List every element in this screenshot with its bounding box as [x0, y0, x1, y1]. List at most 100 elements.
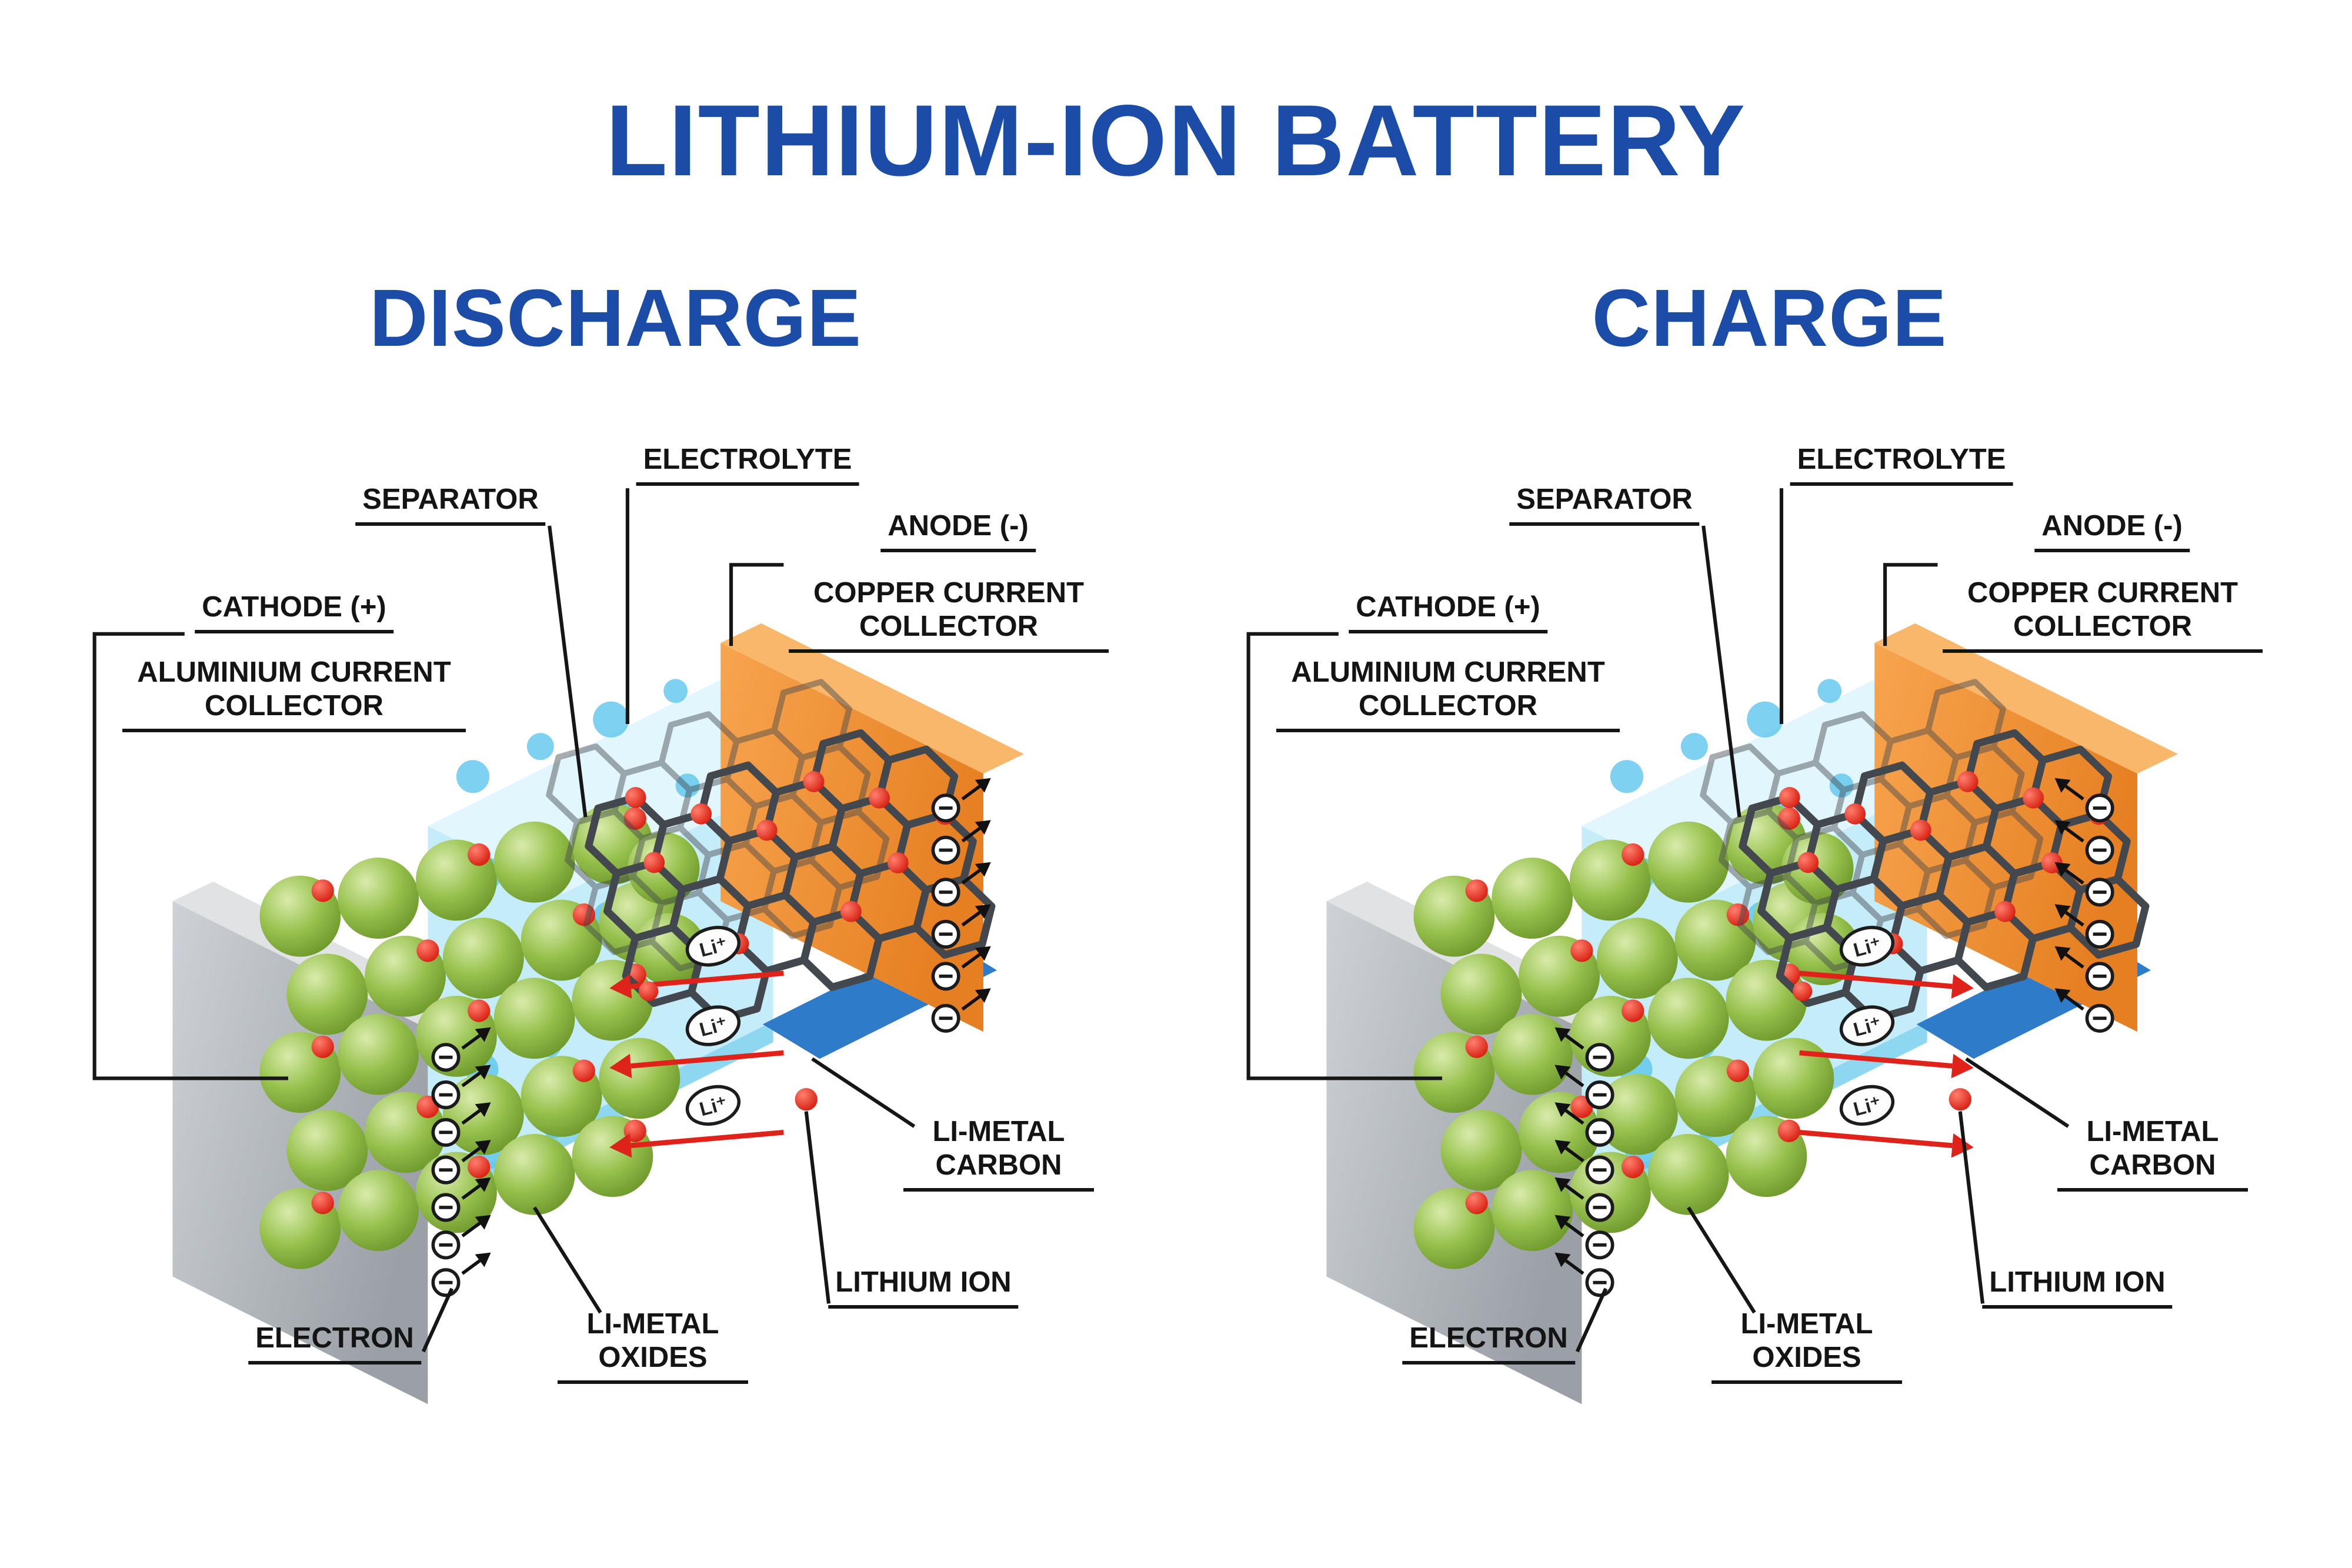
electron-icon: [1554, 1102, 1614, 1147]
electron-icon: [1554, 1215, 1614, 1260]
electron-arrow: [1554, 1140, 1584, 1163]
electron-icon: [1554, 1065, 1614, 1110]
lithium-ion-token: Li⁺: [1839, 1085, 1895, 1126]
electron-arrow: [1554, 1252, 1584, 1275]
electron-arrow: [1554, 1215, 1584, 1237]
electron-arrow: [2054, 904, 2084, 927]
electron-icon: [431, 1027, 491, 1072]
electron-arrow: [1554, 1065, 1584, 1087]
section-heading-charge: CHARGE: [1592, 273, 1947, 363]
label-li-metal-oxides: LI-METAL OXIDES: [1712, 1307, 1902, 1384]
lithium-ion-token: Li⁺: [1839, 1005, 1895, 1046]
electron-arrow: [2054, 862, 2084, 885]
label-electrolyte: ELECTROLYTE: [636, 443, 859, 486]
electron-icon: [2054, 904, 2114, 949]
label-electrolyte: ELECTROLYTE: [1790, 443, 2013, 486]
electron-arrow: [1554, 1027, 1584, 1050]
connector-lines: [1246, 488, 2070, 1353]
electron-icon: [1554, 1252, 1614, 1297]
battery-illustration-charge: Li⁺ Li⁺ Li⁺: [1246, 488, 2178, 1404]
electron-icon: [2054, 946, 2114, 991]
electron-arrow: [461, 1252, 491, 1275]
electron-arrow: [461, 1102, 491, 1125]
electron-icon: [431, 1215, 491, 1260]
lithium-ion-token: Li⁺: [685, 1085, 741, 1126]
lithium-ion-dot: [639, 981, 659, 1001]
electron-arrow: [461, 1140, 491, 1163]
label-separator: SEPARATOR: [355, 483, 546, 526]
label-anode: ANODE (-): [880, 509, 1036, 552]
electron-icon: [931, 820, 991, 865]
lithium-ion-dot: [1949, 1088, 1971, 1111]
label-electron: ELECTRON: [1402, 1322, 1575, 1365]
electron-arrow: [2054, 820, 2084, 843]
lithium-ion-flow-arrow: [1799, 1050, 1974, 1079]
copper-collector-slab: [720, 623, 1024, 1032]
section-heading-discharge: DISCHARGE: [369, 273, 862, 363]
electron-icon: [2054, 862, 2114, 907]
electron-arrow: [461, 1065, 491, 1087]
electron-arrow: [961, 820, 991, 843]
electron-icon: [431, 1177, 491, 1222]
li-metal-oxide-spheres: [1413, 803, 1860, 1269]
label-li-metal-oxides: LI-METAL OXIDES: [558, 1307, 748, 1384]
label-electron: ELECTRON: [248, 1322, 421, 1365]
copper-collector-slab: [1874, 623, 2178, 1032]
label-cathode: CATHODE (+): [1349, 590, 1547, 633]
label-separator: SEPARATOR: [1509, 483, 1700, 526]
electron-icon: [431, 1102, 491, 1147]
electron-icon: [1554, 1140, 1614, 1185]
electron-arrow: [961, 904, 991, 927]
electron-arrow: [961, 778, 991, 800]
electron-arrow: [961, 862, 991, 885]
label-lithium-ion: LITHIUM ION: [828, 1266, 1019, 1309]
electron-arrow: [461, 1027, 491, 1050]
lithium-ion-token: Li⁺: [1839, 926, 1895, 967]
label-copper-current-collector: COPPER CURRENT COLLECTOR: [789, 576, 1109, 653]
electron-arrow: [1554, 1102, 1584, 1125]
lithium-ion-flow-arrow: [609, 970, 784, 999]
electron-icon: [2054, 820, 2114, 865]
electron-icon: [931, 862, 991, 907]
electron-icon: [931, 988, 991, 1033]
page-title: LITHIUM-ION BATTERY: [605, 84, 1747, 197]
electron-icon: [931, 778, 991, 823]
electron-arrow: [461, 1215, 491, 1237]
electron-arrow: [2054, 946, 2084, 969]
electron-icon: [2054, 988, 2114, 1033]
label-aluminium-current-collector: ALUMINIUM CURRENT COLLECTOR: [122, 656, 466, 732]
lithium-ion-flow-arrow: [609, 1050, 784, 1079]
label-anode: ANODE (-): [2034, 509, 2190, 552]
label-li-metal-carbon: LI-METAL CARBON: [2057, 1115, 2248, 1192]
electron-icon: [431, 1065, 491, 1110]
electron-icon: [931, 946, 991, 991]
lithium-ion-token: Li⁺: [685, 926, 741, 967]
label-copper-current-collector: COPPER CURRENT COLLECTOR: [1943, 576, 2263, 653]
label-lithium-ion: LITHIUM ION: [1982, 1266, 2173, 1309]
lithium-ion-dot: [1793, 981, 1813, 1001]
electron-arrow: [2054, 988, 2084, 1011]
label-aluminium-current-collector: ALUMINIUM CURRENT COLLECTOR: [1276, 656, 1620, 732]
lithium-ion-flow-arrow: [1799, 1130, 1974, 1158]
battery-illustration-discharge: Li⁺ Li⁺ Li⁺: [92, 488, 1024, 1404]
lithium-ion-flow-arrow: [609, 1130, 784, 1158]
electron-icon: [1554, 1177, 1614, 1222]
lithium-ion-token: Li⁺: [685, 1005, 741, 1046]
electron-icon: [431, 1252, 491, 1297]
connector-lines: [92, 488, 916, 1353]
electron-icon: [431, 1140, 491, 1185]
electron-arrow: [2054, 778, 2084, 800]
lithium-ion-dot: [795, 1088, 818, 1111]
electron-icon: [931, 904, 991, 949]
label-cathode: CATHODE (+): [195, 590, 393, 633]
electron-arrow: [1554, 1177, 1584, 1200]
electron-arrow: [961, 946, 991, 969]
label-li-metal-carbon: LI-METAL CARBON: [903, 1115, 1094, 1192]
diagram-panel-discharge: Li⁺ Li⁺ Li⁺ SEPARATOR ELECTROLYTE ANODE (-…: [90, 421, 1141, 1427]
electron-arrow: [461, 1177, 491, 1200]
electron-icon: [2054, 778, 2114, 823]
electron-icon: [1554, 1027, 1614, 1072]
electron-arrow: [961, 988, 991, 1011]
lithium-ion-flow-arrow: [1799, 970, 1974, 999]
diagram-panel-charge: Li⁺ Li⁺ Li⁺ SEPARATOR ELECTROLYTE ANODE (-…: [1244, 421, 2295, 1427]
